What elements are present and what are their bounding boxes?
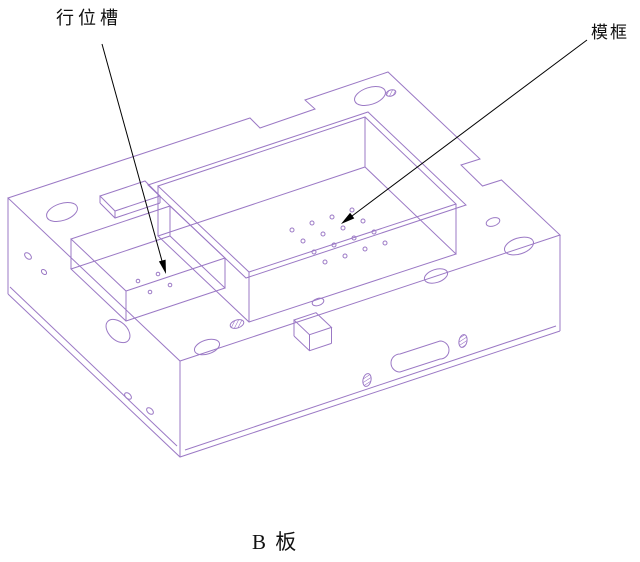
small-hole [311,297,325,307]
bolt-hole [354,86,386,106]
top-face-holes [46,86,534,356]
arrowhead-icon [341,212,355,224]
threaded-hole [458,334,468,348]
threaded-holes [229,89,468,387]
annotation-arrows [101,39,588,274]
slider-slot-pocket [70,205,226,322]
arrow-to-slider-slot [101,43,166,274]
arrowhead-icon [158,259,166,274]
label-mold-frame: 模框 [591,23,629,42]
plate-body [7,71,561,458]
bolt-hole [423,268,449,284]
threaded-hole [362,373,372,387]
bolt-hole [193,338,221,356]
threaded-hole [385,89,397,97]
front-rim-notch [293,312,333,352]
side-hole [40,268,48,276]
oblong-slot [390,340,450,373]
arrow-to-mold-frame [341,39,588,224]
side-hole [24,252,32,260]
threaded-hole [229,319,245,329]
bolt-hole [46,202,78,222]
bolt-hole [504,236,534,256]
mold-frame-pocket [147,111,467,323]
side-hole [124,392,132,400]
ejector-hole-grid [135,207,388,295]
top-left-recess [99,180,161,219]
wireframe-group [7,71,561,458]
label-slider-slot: 行位槽 [56,8,122,28]
small-hole [485,217,501,227]
side-face-holes [24,252,450,415]
diagram-caption: B 板 [252,530,299,554]
side-hole [146,407,154,415]
side-hole [105,318,131,344]
